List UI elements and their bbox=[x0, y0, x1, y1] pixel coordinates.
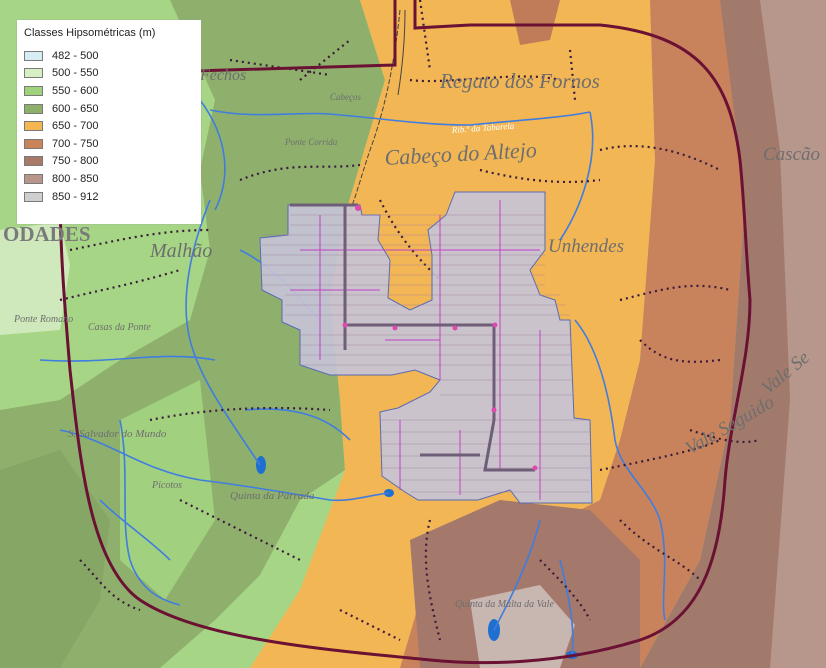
zone-550-600-strip bbox=[120, 380, 215, 600]
place-ponte-corrida: Ponte Corrida bbox=[284, 137, 338, 147]
legend-swatch bbox=[24, 156, 43, 167]
place-odades: ODADES bbox=[3, 222, 91, 246]
zone-500-550 bbox=[0, 222, 70, 335]
place-s-salvador-do-mundo: S. Salvador do Mundo bbox=[68, 428, 167, 440]
solar-park-area[interactable] bbox=[259, 191, 593, 504]
zone-700-750-top bbox=[510, 0, 560, 45]
legend-item: 800 - 850 bbox=[24, 170, 98, 188]
legend-label: 750 - 800 bbox=[52, 155, 99, 168]
legend-item: 650 - 700 bbox=[24, 117, 98, 135]
zone-800-850 bbox=[760, 0, 826, 668]
place-casas-da-ponte: Casas da Ponte bbox=[88, 322, 151, 333]
zone-750-800-south bbox=[410, 500, 640, 668]
pond-1 bbox=[256, 456, 266, 474]
legend-title: Classes Hipsométricas (m) bbox=[24, 27, 156, 39]
legend-label: 650 - 700 bbox=[52, 120, 99, 133]
legend-label: 800 - 850 bbox=[52, 172, 99, 185]
legend-item: 850 - 912 bbox=[24, 188, 98, 206]
place-cabecos: Cabeços bbox=[330, 92, 361, 102]
place-fechos: Fechos bbox=[199, 67, 246, 84]
place-ponte-romano: Ponte Romano bbox=[13, 314, 73, 325]
legend-label: 482 - 500 bbox=[52, 49, 99, 62]
legend-label: 500 - 550 bbox=[52, 67, 99, 80]
place-malhao: Malhão bbox=[149, 240, 212, 262]
legend-swatch bbox=[24, 173, 43, 184]
junction-points bbox=[342, 205, 538, 471]
legend-label: 600 - 650 bbox=[52, 102, 99, 115]
legend-swatch bbox=[24, 85, 43, 96]
place-ribeira-tabarela: Rib.ª da Tabarela bbox=[450, 121, 515, 135]
place-cascao: Cascão bbox=[763, 144, 820, 165]
legend-items: 482 - 500 500 - 550 550 - 600 600 - 650 650 … bbox=[24, 47, 98, 205]
streams bbox=[39, 99, 666, 656]
legend-item: 600 - 650 bbox=[24, 100, 98, 118]
legend-swatch bbox=[24, 68, 43, 79]
place-quinta-da-parrada: Quinta da Parrada bbox=[230, 490, 315, 502]
place-regato-dos-fornos: Regato dos Fornos bbox=[439, 69, 600, 93]
legend-item: 700 - 750 bbox=[24, 135, 98, 153]
internal-roads bbox=[290, 200, 541, 500]
dotted-tracks bbox=[59, 0, 761, 641]
legend-swatch bbox=[24, 138, 43, 149]
legend-item: 482 - 500 bbox=[24, 47, 98, 65]
place-unhendes: Unhendes bbox=[548, 236, 624, 257]
legend-label: 700 - 750 bbox=[52, 137, 99, 150]
place-picotos: Picotos bbox=[151, 480, 182, 491]
legend-swatch bbox=[24, 191, 43, 202]
legend-item: 750 - 800 bbox=[24, 153, 98, 171]
legend-label: 550 - 600 bbox=[52, 84, 99, 97]
legend-swatch bbox=[24, 103, 43, 114]
zone-850-912-south bbox=[470, 585, 575, 668]
legend-item: 500 - 550 bbox=[24, 65, 98, 83]
legend-swatch bbox=[24, 121, 43, 132]
legend-item: 550 - 600 bbox=[24, 82, 98, 100]
legend-label: 850 - 912 bbox=[52, 190, 99, 203]
place-quinta-da-malta-da-vale: Quinta da Malta da Vale bbox=[455, 599, 554, 610]
legend-swatch bbox=[24, 50, 43, 61]
zone-600-650-left bbox=[0, 450, 110, 668]
cable-trenches bbox=[290, 203, 535, 472]
legend: Classes Hipsométricas (m) 482 - 500 500 -… bbox=[17, 20, 201, 224]
zone-750-800 bbox=[640, 0, 826, 668]
zone-700-750 bbox=[400, 0, 760, 668]
